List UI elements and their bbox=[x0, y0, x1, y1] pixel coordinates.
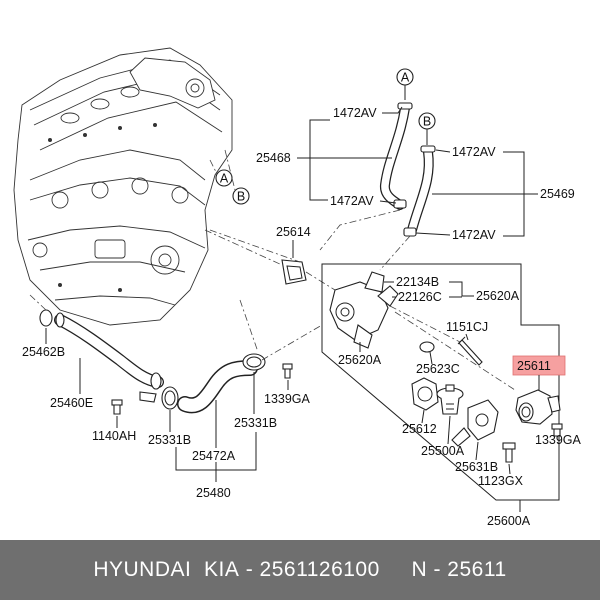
clamp-25331b-left-shape bbox=[161, 386, 179, 410]
label-25620a-bottom: 25620A bbox=[338, 353, 382, 367]
gasket-25612-shape bbox=[411, 377, 439, 411]
clamp-25331b-right-shape bbox=[242, 353, 266, 371]
label-22126c: 22126C bbox=[398, 290, 442, 304]
label-1472av-right-top: 1472AV bbox=[452, 145, 496, 159]
fitting-25631b-shape bbox=[451, 399, 499, 447]
label-1472av-top: 1472AV bbox=[333, 106, 377, 120]
callout-b-circle-engine bbox=[232, 187, 250, 205]
callout-b-label-engine: B bbox=[237, 190, 245, 204]
bolt-1123gx-shape bbox=[502, 442, 516, 463]
callout-b-label: B bbox=[423, 115, 431, 129]
label-1472av-left-bottom: 1472AV bbox=[330, 194, 374, 208]
callout-a-label: A bbox=[401, 71, 410, 85]
parts-diagram: A B A B 1472AV 1472AV 1472AV 1472AV 2546… bbox=[13, 47, 582, 528]
footer-gap bbox=[380, 558, 412, 582]
callout-a-label-engine: A bbox=[220, 172, 229, 186]
bolt-1339ga-right-shape bbox=[551, 423, 563, 437]
footer-separator: - bbox=[239, 558, 260, 581]
callout-a-circle-engine bbox=[215, 169, 233, 187]
label-25500a: 25500A bbox=[421, 444, 465, 458]
fitting-25611-shape bbox=[515, 389, 561, 425]
label-25614: 25614 bbox=[276, 225, 311, 239]
label-25462b: 25462B bbox=[22, 345, 65, 359]
assy-25480-bracket bbox=[175, 432, 257, 482]
label-25600a: 25600A bbox=[487, 514, 531, 528]
label-1339ga-right: 1339GA bbox=[535, 433, 582, 447]
gasket-25614-shape bbox=[281, 259, 307, 285]
label-25480: 25480 bbox=[196, 486, 231, 500]
label-25631b: 25631B bbox=[455, 460, 498, 474]
footer-ref-prefix: N - bbox=[411, 558, 448, 581]
bolt-1339ga-mid-shape bbox=[282, 363, 293, 379]
label-1339ga-mid: 1339GA bbox=[264, 392, 311, 406]
label-25469: 25469 bbox=[540, 187, 575, 201]
label-1140ah: 1140AH bbox=[92, 429, 136, 443]
pipe-25460e-shape bbox=[54, 312, 164, 403]
label-25612: 25612 bbox=[402, 422, 437, 436]
part-number-footer: HYUNDAI KIA - 2561126100 N - 25611 bbox=[0, 540, 600, 600]
hose-25472a-shape bbox=[177, 360, 258, 414]
thermostat-25500a-shape bbox=[436, 384, 464, 415]
label-1472av-right-bottom: 1472AV bbox=[452, 228, 496, 242]
oring-25462b-shape bbox=[39, 309, 53, 327]
footer-ref-number: 25611 bbox=[447, 558, 507, 581]
label-1123gx: 1123GX bbox=[478, 474, 524, 488]
label-1151cj: 1151CJ bbox=[446, 320, 488, 334]
bolt-1140ah-shape bbox=[111, 399, 123, 415]
housing-25620a-shape bbox=[329, 271, 399, 349]
bolt-1151cj-shape bbox=[457, 336, 483, 366]
label-25468: 25468 bbox=[256, 151, 291, 165]
hose-25469-shape bbox=[403, 145, 436, 237]
footer-brand: HYUNDAI KIA bbox=[93, 558, 240, 581]
oring-25623c-shape bbox=[419, 341, 435, 353]
assy-25600a-outline bbox=[321, 263, 560, 501]
label-22134b: 22134B bbox=[396, 275, 439, 289]
label-25331b-left: 25331B bbox=[148, 433, 191, 447]
label-25611: 25611 bbox=[517, 359, 551, 373]
label-25620a-right: 25620A bbox=[476, 289, 520, 303]
engine-block-illustration bbox=[13, 47, 233, 326]
footer-part-number: 2561126100 bbox=[259, 558, 380, 581]
label-25460e: 25460E bbox=[50, 396, 93, 410]
label-25331b-right: 25331B bbox=[234, 416, 277, 430]
label-25472a: 25472A bbox=[192, 449, 236, 463]
label-25623c: 25623C bbox=[416, 362, 460, 376]
hose-25468-shape bbox=[379, 102, 413, 210]
